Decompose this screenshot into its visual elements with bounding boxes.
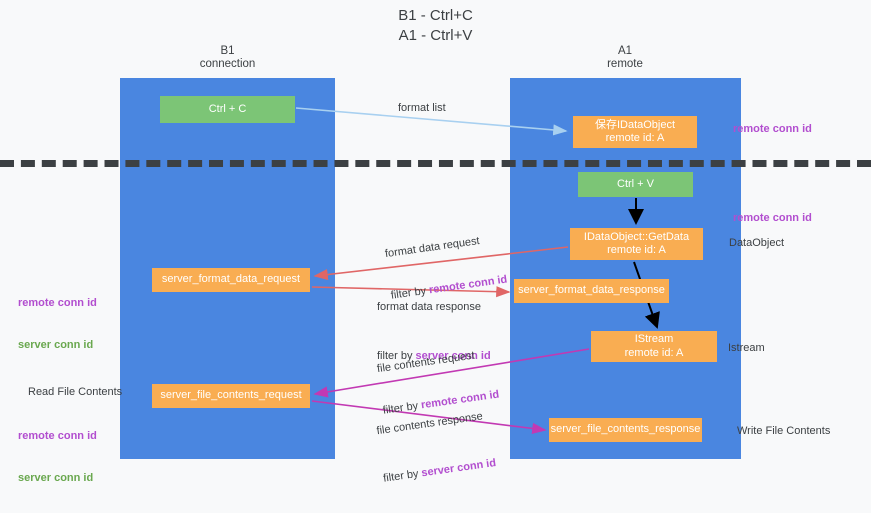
edge-label-file-contents-response-filter: filter by server conn id [382,456,497,486]
column-header-a1: A1 remote [510,45,740,71]
phase-divider [0,160,871,167]
edge-format-list [295,107,568,136]
edge-format-data-request [313,246,569,281]
column-header-a1-role: remote [607,58,643,70]
edge-file-contents-request [313,348,590,398]
filter-prefix: filter by [382,467,423,485]
annotation-write-file-contents: Write File Contents [737,425,831,437]
column-header-b1: B1 connection [120,45,335,71]
annotation-dataobject: DataObject [729,237,785,249]
edge-format-data-response [311,286,511,298]
edge-label-format-list: format list [398,102,446,114]
annotation-read-file-contents: Read File Contents [28,386,123,398]
annotation-conn-ids-upper: remote conn id server conn id [18,268,97,380]
edge-label-format-data-response-text: format data response [377,301,481,313]
edge-label-format-data-request-text: format data request [384,234,481,261]
node-server-file-contents-request[interactable]: server_file_contents_request [152,384,310,408]
filter-key-server-conn-id: server conn id [415,350,491,362]
node-ctrl-c[interactable]: Ctrl + C [160,96,295,123]
annotation-server-conn-id-2: server conn id [18,472,94,484]
node-istream[interactable]: IStream remote id: A [591,331,717,362]
annotation-remote-conn-id-2: remote conn id [18,430,97,442]
edge-label-format-data-response-filter: filter by server conn id [377,349,491,363]
node-idataobject[interactable]: 保存IDataObject remote id: A [573,116,697,148]
edge-file-contents-response [311,400,547,434]
edge-label-file-contents-response: file contents response filter by server … [372,381,501,513]
annotation-conn-ids-lower: remote conn id server conn id [18,401,97,513]
diagram-title: B1 - Ctrl+C A1 - Ctrl+V [398,7,473,44]
node-ctrl-v[interactable]: Ctrl + V [578,172,693,197]
column-header-b1-role: connection [199,58,256,70]
node-server-format-data-request[interactable]: server_format_data_request [152,268,310,292]
filter-prefix: filter by [377,350,416,362]
filter-key-server-conn-id: server conn id [420,456,497,480]
annotation-server-conn-id-1: server conn id [18,339,94,351]
edge-label-file-contents-request-text: file contents request [376,349,476,376]
annotation-remote-conn-id-1: remote conn id [18,297,97,309]
node-server-format-data-response[interactable]: server_format_data_response [514,279,669,303]
node-server-file-contents-response[interactable]: server_file_contents_response [549,418,702,442]
diagram-canvas: B1 - Ctrl+C A1 - Ctrl+V B1 connection A1… [0,7,871,485]
column-header-b1-name: B1 [220,45,235,57]
annotation-remote-conn-id-top: remote conn id [733,123,812,135]
edge-label-format-data-response: format data response filter by server co… [377,272,491,391]
column-header-a1-name: A1 [617,45,633,57]
node-idataobject-getdata[interactable]: IDataObject::GetData remote id: A [570,228,703,260]
annotation-remote-conn-id-mid: remote conn id [733,212,812,224]
annotation-istream: Istream [728,342,765,354]
edge-label-file-contents-response-text: file contents response [375,410,484,438]
